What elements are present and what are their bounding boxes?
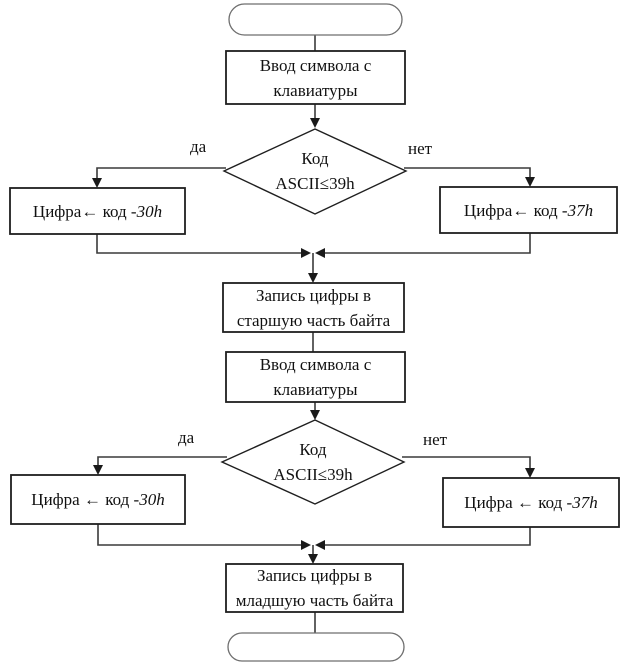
decision2-label: Код ASCII≤39h xyxy=(273,440,353,484)
input2-label: Ввод символа с клавиатуры xyxy=(259,355,372,399)
assign-left1-shape xyxy=(9,187,186,235)
arrowhead-into-assign-left2 xyxy=(93,465,103,475)
connector-decision2-no-branch xyxy=(402,456,531,470)
assign-left2-shape xyxy=(10,474,186,525)
decision1-label: Код ASCII≤39h xyxy=(275,149,355,193)
start-terminator-shape xyxy=(228,3,403,36)
write-low-label: Запись цифры в младшую часть байта xyxy=(235,566,394,610)
arrowhead-into-decision1 xyxy=(310,118,320,128)
arrowhead-into-write-high xyxy=(308,273,318,283)
decision2-shape xyxy=(220,419,406,505)
input1-label: Ввод символа с клавиатуры xyxy=(259,55,372,100)
connector-decision2-yes-branch xyxy=(97,456,227,467)
connector-merge2-right xyxy=(323,527,531,546)
connector-decision1-yes-branch xyxy=(96,167,226,180)
input1-shape xyxy=(225,50,406,105)
write-high-label: Запись цифры в старшую часть байта xyxy=(236,285,391,330)
assign-left1-label: Цифра← код -30h xyxy=(32,201,163,221)
input2-shape xyxy=(225,351,406,403)
arrowhead-into-write-low xyxy=(308,554,318,564)
decision2-yes-label: да xyxy=(178,428,195,447)
connector-merge1-left xyxy=(96,234,303,254)
end-terminator-shape xyxy=(227,632,405,662)
arrowhead-merge2-leftward xyxy=(315,540,325,550)
decision1-shape xyxy=(222,128,408,215)
assign-right2-shape xyxy=(442,477,620,528)
arrowhead-into-decision2 xyxy=(310,410,320,420)
connector-merge2-left xyxy=(97,524,303,546)
write-high-shape xyxy=(222,282,405,333)
arrowhead-into-assign-left1 xyxy=(92,178,102,188)
decision1-no-label: нет xyxy=(408,139,433,158)
assign-right2-label: Цифра ← код -37h xyxy=(464,493,598,512)
write-low-shape xyxy=(225,563,404,613)
connector-merge1-right xyxy=(323,233,531,254)
assign-right1-shape xyxy=(439,186,618,234)
connector-decision1-no-branch xyxy=(404,167,531,179)
assign-right1-label: Цифра← код -37h xyxy=(463,200,594,220)
arrowhead-merge1-leftward xyxy=(315,248,325,258)
decision2-no-label: нет xyxy=(423,430,448,449)
arrowhead-merge1-rightward xyxy=(301,248,311,258)
arrowhead-into-assign-right1 xyxy=(525,177,535,187)
decision1-yes-label: да xyxy=(190,137,207,156)
arrowhead-merge2-rightward xyxy=(301,540,311,550)
assign-left2-label: Цифра ← код -30h xyxy=(31,490,165,509)
arrowhead-into-assign-right2 xyxy=(525,468,535,478)
